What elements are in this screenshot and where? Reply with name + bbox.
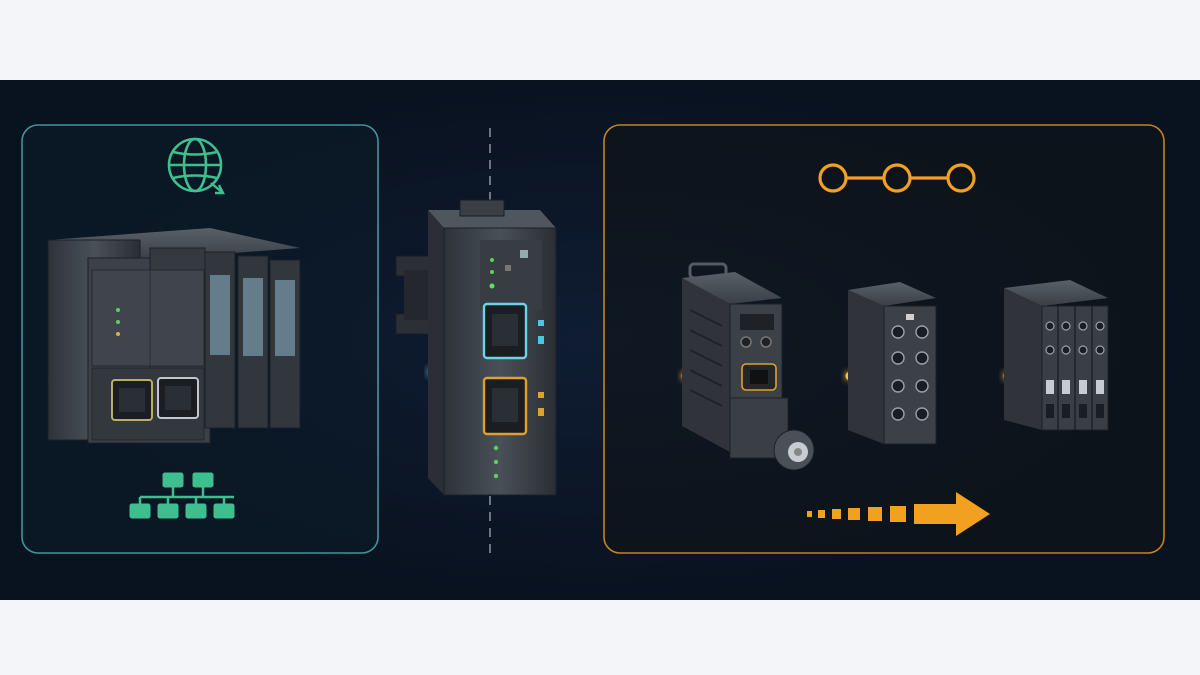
data-flow-arrow-icon <box>807 492 990 536</box>
ring-topology-icon <box>818 163 976 193</box>
left-panel <box>21 124 379 554</box>
gateway-module <box>395 199 557 496</box>
io-block <box>848 282 937 445</box>
diagram-canvas <box>0 80 1200 600</box>
servo-drive <box>682 262 815 471</box>
globe-icon <box>167 137 225 195</box>
network-tree-icon <box>129 472 235 519</box>
terminal-module <box>1004 280 1109 431</box>
plc-controller <box>47 228 301 444</box>
